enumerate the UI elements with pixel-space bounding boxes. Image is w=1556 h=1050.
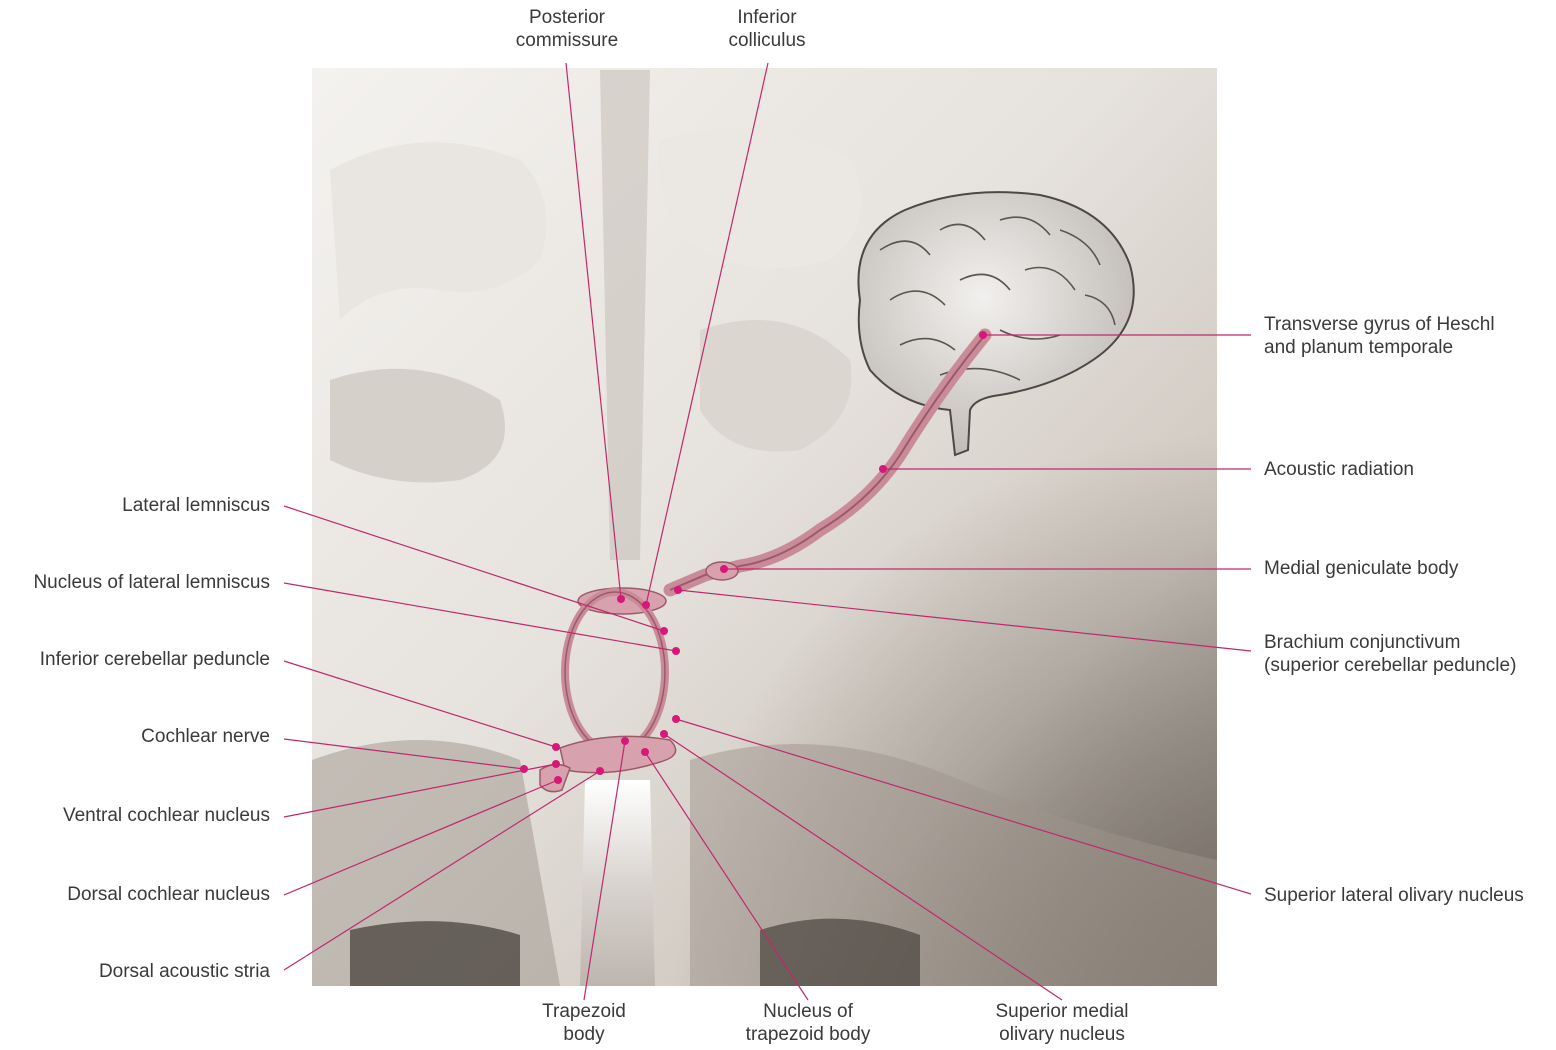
brain-section-image <box>312 68 1217 986</box>
dot-posterior-commissure <box>617 595 625 603</box>
label-inferior-cerebellar-peduncle: Inferior cerebellar peduncle <box>40 648 270 671</box>
label-ventral-cochlear-nucleus: Ventral cochlear nucleus <box>63 804 270 827</box>
label-brachium-conjunctivum-line1: Brachium conjunctivum <box>1264 631 1516 654</box>
dot-superior-lateral-olivary <box>672 715 680 723</box>
dot-transverse-gyrus <box>979 331 987 339</box>
label-transverse-gyrus: Transverse gyrus of Heschl and planum te… <box>1264 313 1495 359</box>
label-dorsal-cochlear-nucleus: Dorsal cochlear nucleus <box>67 883 270 906</box>
dot-dorsal-cochlear <box>554 776 562 784</box>
dot-trapezoid-body <box>621 737 629 745</box>
label-superior-medial-olivary-line1: Superior medial <box>974 1000 1150 1023</box>
label-inferior-colliculus-line2: colliculus <box>712 29 822 52</box>
label-nucleus-lateral-lemniscus: Nucleus of lateral lemniscus <box>33 571 270 594</box>
label-superior-lateral-olivary-nucleus: Superior lateral olivary nucleus <box>1264 884 1524 907</box>
label-medial-geniculate-body: Medial geniculate body <box>1264 557 1458 580</box>
label-inferior-colliculus: Inferior colliculus <box>712 6 822 52</box>
label-inferior-colliculus-line1: Inferior <box>712 6 822 29</box>
label-trapezoid-body-line1: Trapezoid <box>524 1000 644 1023</box>
dot-ventral-cochlear <box>552 760 560 768</box>
dot-medial-geniculate <box>720 565 728 573</box>
label-superior-medial-olivary-nucleus: Superior medial olivary nucleus <box>974 1000 1150 1046</box>
label-brachium-conjunctivum-line2: (superior cerebellar peduncle) <box>1264 654 1516 677</box>
label-cochlear-nerve: Cochlear nerve <box>141 725 270 748</box>
label-trapezoid-body: Trapezoid body <box>524 1000 644 1046</box>
label-trapezoid-body-line2: body <box>524 1023 644 1046</box>
dot-acoustic-radiation <box>879 465 887 473</box>
dot-nucleus-trapezoid-body <box>641 748 649 756</box>
dot-inferior-colliculus <box>642 601 650 609</box>
label-posterior-commissure: Posterior commissure <box>506 6 628 52</box>
label-lateral-lemniscus: Lateral lemniscus <box>122 494 270 517</box>
label-transverse-gyrus-line1: Transverse gyrus of Heschl <box>1264 313 1495 336</box>
dot-lateral-lemniscus <box>660 627 668 635</box>
label-posterior-commissure-line2: commissure <box>506 29 628 52</box>
label-acoustic-radiation: Acoustic radiation <box>1264 458 1414 481</box>
dot-brachium-conjunctivum <box>674 586 682 594</box>
label-dorsal-acoustic-stria: Dorsal acoustic stria <box>99 960 270 983</box>
label-nucleus-trapezoid-body: Nucleus of trapezoid body <box>728 1000 888 1046</box>
label-transverse-gyrus-line2: and planum temporale <box>1264 336 1495 359</box>
label-brachium-conjunctivum: Brachium conjunctivum (superior cerebell… <box>1264 631 1516 677</box>
dot-superior-medial-olivary <box>660 730 668 738</box>
dot-dorsal-acoustic-stria <box>596 767 604 775</box>
dot-nucleus-lateral-lemniscus <box>672 647 680 655</box>
dot-cochlear-nerve <box>520 765 528 773</box>
label-superior-medial-olivary-line2: olivary nucleus <box>974 1023 1150 1046</box>
label-nucleus-trapezoid-body-line2: trapezoid body <box>728 1023 888 1046</box>
label-posterior-commissure-line1: Posterior <box>506 6 628 29</box>
label-nucleus-trapezoid-body-line1: Nucleus of <box>728 1000 888 1023</box>
dot-inferior-cerebellar-peduncle <box>552 743 560 751</box>
